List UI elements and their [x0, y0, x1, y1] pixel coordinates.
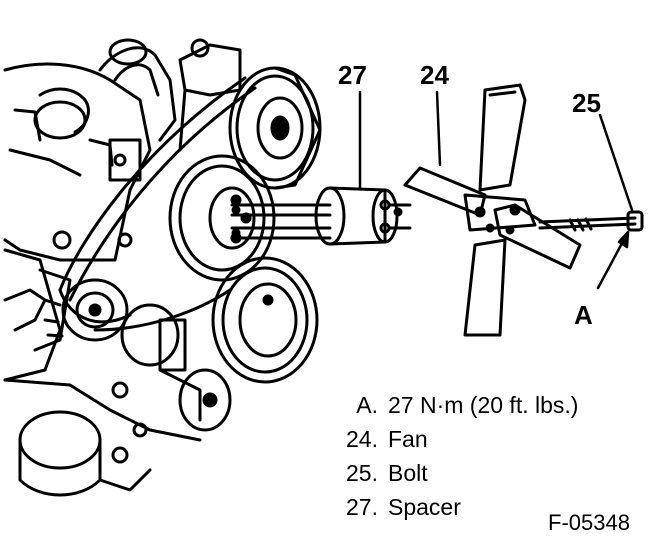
legend-row-spacer: 27. Spacer: [328, 490, 578, 524]
water-pump-pulley: [168, 154, 276, 282]
crankshaft-pulley: [211, 256, 319, 384]
legend-row-fan: 24. Fan: [328, 422, 578, 456]
lower-block: [3, 378, 202, 497]
callout-fan-number: 24: [420, 60, 449, 90]
legend-key: 27.: [346, 494, 378, 520]
legend-key: 25.: [346, 460, 378, 486]
alternator: [33, 268, 129, 352]
legend-row-bolt: 25. Bolt: [328, 456, 578, 490]
legend-text: Spacer: [388, 494, 461, 520]
upper-hose: [98, 38, 177, 182]
fan: [403, 83, 582, 337]
legend-text: 27 N·m (20 ft. lbs.): [388, 392, 579, 418]
power-steering-pulley: [228, 66, 322, 190]
figure-id: F-05348: [548, 510, 630, 535]
legend-key: A.: [356, 392, 378, 418]
leader-lines: [358, 90, 634, 290]
drive-belt: [58, 76, 257, 332]
legend-text: Fan: [388, 426, 428, 452]
callout-spacer-number: 27: [338, 60, 367, 90]
legend-row-torque: A. 27 N·m (20 ft. lbs.): [328, 388, 578, 422]
hub-studs: [230, 203, 332, 240]
callout-torque-letter: A: [574, 300, 593, 330]
bolt: [538, 210, 644, 232]
spacer: [314, 186, 412, 246]
belt-tensioner: [120, 303, 202, 422]
idler-pulley: [178, 368, 232, 432]
legend-text: Bolt: [388, 460, 428, 486]
engine-block: [3, 62, 152, 382]
callout-bolt-number: 25: [572, 88, 601, 118]
legend-key: 24.: [346, 426, 378, 452]
parts-legend: A. 27 N·m (20 ft. lbs.) 24. Fan 25. Bolt…: [328, 388, 578, 524]
